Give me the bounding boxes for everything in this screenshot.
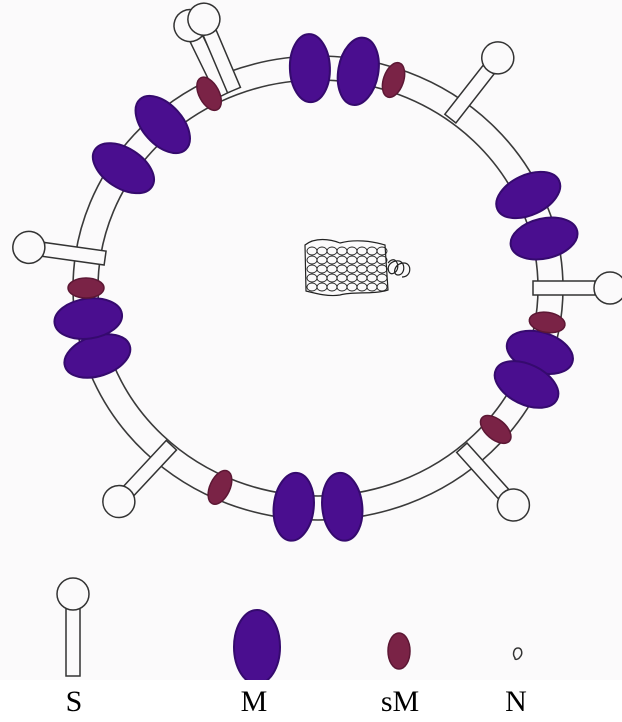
legend-label-s: S [34, 684, 114, 720]
virion-diagram [0, 0, 622, 680]
sm-protein-icon [68, 278, 104, 298]
legend-sm-protein-icon [388, 633, 410, 669]
legend-label-n: N [476, 684, 556, 720]
legend-label-m: M [214, 684, 294, 720]
legend-label-sm: sM [360, 684, 440, 720]
legend-m-protein-icon [234, 610, 280, 680]
